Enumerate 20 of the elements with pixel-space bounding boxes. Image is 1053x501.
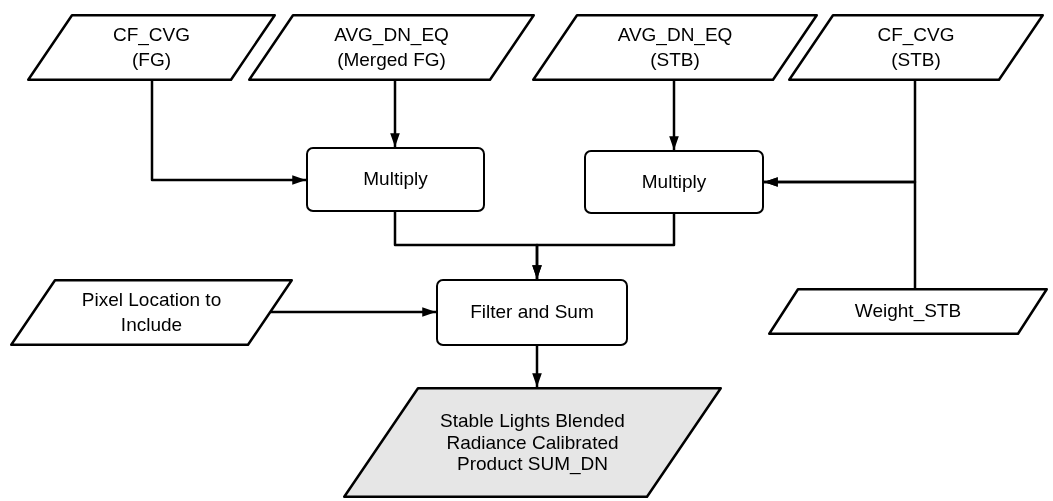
arrow: [532, 214, 676, 279]
node-label: Pixel Location to Include: [80, 288, 223, 337]
node-label: AVG_DN_EQ (STB): [616, 23, 734, 72]
arrow: [270, 307, 436, 317]
arrow: [669, 81, 679, 150]
node-label: Filter and Sum: [469, 300, 595, 325]
arrow: [390, 81, 400, 147]
node-label: Multiply: [362, 167, 429, 192]
node-label: Weight_STB: [853, 299, 963, 324]
process-box: [306, 147, 485, 212]
node-label: CF_CVG (STB): [876, 23, 956, 72]
node-label: Stable Lights Blended Radiance Calibrated Product SUM_DN: [440, 409, 625, 476]
node-label: Multiply: [640, 169, 708, 194]
arrow: [532, 346, 542, 387]
process-box: [436, 279, 628, 346]
node-label: CF_CVG (FG): [111, 23, 192, 72]
arrow: [764, 177, 917, 288]
arrow: [150, 81, 306, 185]
node-label: AVG_DN_EQ (Merged FG): [333, 23, 450, 72]
process-box: [584, 150, 764, 214]
